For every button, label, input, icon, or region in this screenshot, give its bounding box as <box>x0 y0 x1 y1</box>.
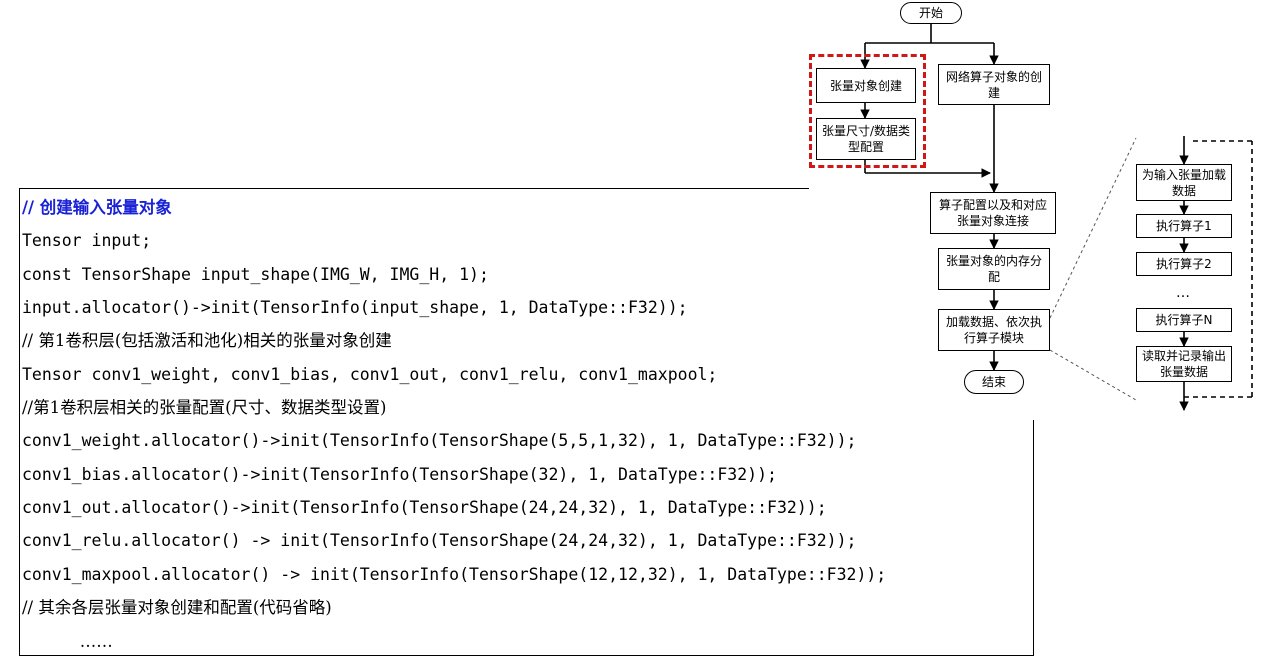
code-line-ellipsis: …… <box>22 632 113 651</box>
code-line-comment: // 第1卷积层(包括激活和池化)相关的张量对象创建 <box>22 331 392 350</box>
flow-end-node: 结束 <box>964 370 1024 394</box>
highlight-dashed-box <box>809 54 926 168</box>
code-line: const TensorShape input_shape(IMG_W, IMG… <box>22 265 489 284</box>
detail-exec2-node: 执行算子2 <box>1136 252 1232 276</box>
code-panel-border-bottom <box>19 655 1034 656</box>
detail-exec1-node: 执行算子1 <box>1136 214 1232 238</box>
flow-load-exec-node: 加载数据、依次执行算子模块 <box>938 309 1050 351</box>
flow-tensor-create-node: 张量对象创建 <box>816 68 916 103</box>
code-line: input.allocator()->init(TensorInfo(input… <box>22 298 688 317</box>
code-line: Tensor conv1_weight, conv1_bias, conv1_o… <box>22 365 718 384</box>
code-line: conv1_out.allocator()->init(TensorInfo(T… <box>22 498 827 517</box>
code-panel-border-right <box>1033 420 1034 656</box>
detail-ellipsis: … <box>1176 285 1190 301</box>
detail-read-output-node: 读取并记录输出张量数据 <box>1136 346 1232 382</box>
detail-execN-node: 执行算子N <box>1136 308 1232 332</box>
code-line: Tensor input; <box>22 231 152 250</box>
code-line: conv1_bias.allocator()->init(TensorInfo(… <box>22 465 777 484</box>
code-line: conv1_relu.allocator() -> init(TensorInf… <box>22 531 857 550</box>
detail-load-input-node: 为输入张量加载数据 <box>1136 164 1232 201</box>
code-panel-border-left <box>19 188 20 656</box>
flow-mem-alloc-node: 张量对象的内存分配 <box>938 248 1050 290</box>
code-panel-border-top <box>19 188 809 189</box>
code-line: conv1_weight.allocator()->init(TensorInf… <box>22 431 857 450</box>
flow-tensor-config-node: 张量尺寸/数据类型配置 <box>816 118 916 160</box>
flow-op-create-node: 网络算子对象的创建 <box>938 64 1050 105</box>
code-line: conv1_maxpool.allocator() -> init(Tensor… <box>22 565 887 584</box>
code-line-comment: // 其余各层张量对象创建和配置(代码省略) <box>22 598 332 617</box>
code-line-comment-create-input: // 创建输入张量对象 <box>22 198 172 217</box>
code-line-comment: //第1卷积层相关的张量配置(尺寸、数据类型设置) <box>22 398 387 417</box>
flow-start-node: 开始 <box>900 2 962 24</box>
flow-op-config-node: 算子配置以及和对应张量对象连接 <box>930 192 1056 234</box>
